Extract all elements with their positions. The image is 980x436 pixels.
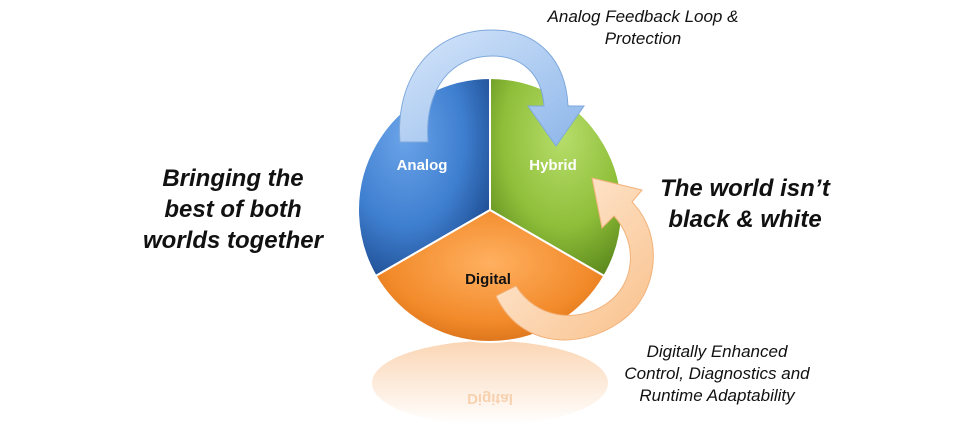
headline-line: best of both <box>164 196 302 223</box>
analog-feedback-caption: Analog Feedback Loop & Protection <box>508 6 778 50</box>
enhancement-arrow-icon <box>495 177 654 341</box>
headline-line: Bringing the <box>162 165 304 192</box>
caption-line: Runtime Adaptability <box>639 386 795 405</box>
reflection-label: Digital <box>467 390 513 407</box>
digital-label: Digital <box>465 271 511 288</box>
analog-label: Analog <box>397 157 448 174</box>
not-black-white-headline: The world isn’t black & white <box>630 173 860 235</box>
headline-line: The world isn’t <box>660 175 830 202</box>
caption-line: Protection <box>604 29 682 48</box>
digital-segment <box>374 208 606 343</box>
hybrid-segment <box>489 76 623 278</box>
headline-line: black & white <box>668 206 822 233</box>
feedback-arrow-icon <box>399 29 585 147</box>
caption-line: Control, Diagnostics and <box>624 364 810 383</box>
headline-line: worlds together <box>142 227 323 254</box>
caption-line: Analog Feedback Loop & <box>547 7 739 26</box>
analog-segment <box>357 76 491 278</box>
hybrid-label: Hybrid <box>529 157 577 174</box>
digital-enhancement-caption: Digitally Enhanced Control, Diagnostics … <box>592 341 842 407</box>
caption-line: Digitally Enhanced <box>646 342 788 361</box>
best-of-both-headline: Bringing the best of both worlds togethe… <box>118 163 348 256</box>
pie-reflection <box>372 341 608 425</box>
